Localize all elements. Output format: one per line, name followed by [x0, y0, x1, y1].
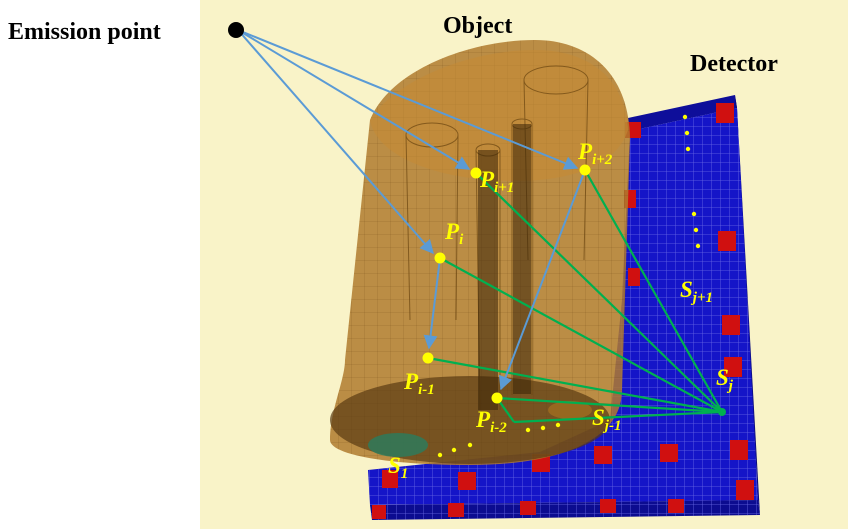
point-label-pi-plus-2: Pi+2 — [578, 139, 613, 168]
interaction-points — [422, 164, 726, 416]
rays-to-detector — [427, 169, 723, 424]
emission-arrows — [237, 29, 586, 391]
detector-plate — [368, 95, 760, 520]
point-label-pi-minus-1: Pi-1 — [404, 369, 435, 398]
object-label: Object — [443, 13, 513, 39]
detector-label-sj-minus-1: Sj-1 — [592, 405, 622, 434]
detector-label: Detector — [690, 51, 778, 77]
emission-point-dot — [228, 22, 244, 38]
detector-label-s1: S1 — [388, 453, 409, 482]
detector-label-sj: Sj — [716, 365, 733, 394]
point-label-pi-plus-1: Pi+1 — [480, 167, 515, 196]
point-label-pi: Pi — [445, 219, 464, 248]
emission-point-label: Emission point — [8, 19, 161, 45]
ellipsis-dots — [437, 114, 701, 458]
point-label-pi-minus-2: Pi-2 — [476, 407, 507, 436]
detector-pixels — [372, 103, 754, 519]
detector-label-sj-plus-1: Sj+1 — [680, 277, 714, 306]
